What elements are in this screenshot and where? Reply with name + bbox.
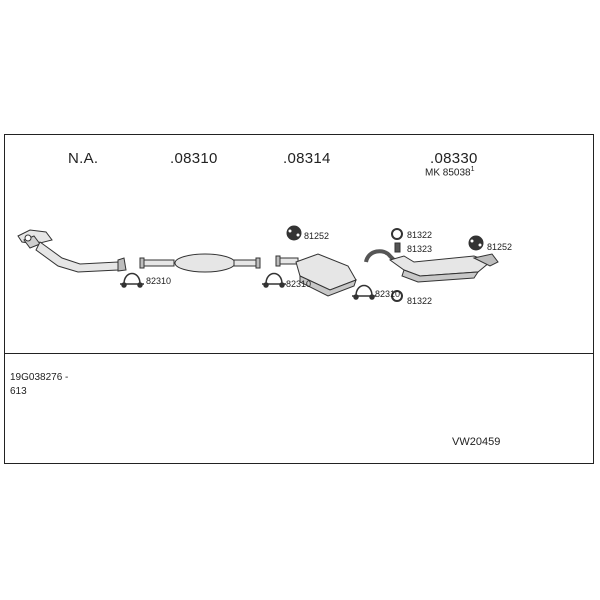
part-label-clamp: 82310	[286, 279, 312, 289]
ring-icon	[391, 228, 403, 240]
header-na: N.A.	[68, 150, 99, 167]
part-label-mount: 81252	[487, 242, 513, 252]
clamp-icon	[120, 272, 144, 288]
front-pipe	[17, 229, 127, 273]
part-label-bolt: 81323	[407, 244, 433, 254]
part-label-clamp: 82310	[375, 289, 401, 299]
mk-label: MK 850381	[425, 166, 475, 179]
clamp-icon	[352, 284, 376, 300]
divider-line	[4, 353, 594, 354]
bolt-icon	[394, 242, 401, 253]
ring-icon	[391, 290, 403, 302]
diagram-frame	[4, 134, 594, 464]
part-label-ring: 81322	[407, 230, 433, 240]
rubber-mount-icon	[286, 225, 302, 241]
model-code: VW20459	[452, 436, 501, 448]
code-line-2: 613	[10, 386, 27, 397]
part-label-clamp: 82310	[146, 276, 172, 286]
header-08310: .08310	[170, 150, 218, 167]
code-line-1: 19G038276 -	[10, 372, 69, 383]
rear-silencer	[364, 249, 499, 283]
header-08314: .08314	[283, 150, 331, 167]
center-silencer	[275, 253, 357, 297]
part-label-ring: 81322	[407, 296, 433, 306]
header-08330: .08330	[430, 150, 478, 167]
middle-silencer	[139, 253, 261, 273]
part-label-mount: 81252	[304, 231, 330, 241]
rubber-mount-icon	[468, 235, 484, 251]
clamp-icon	[262, 272, 286, 288]
